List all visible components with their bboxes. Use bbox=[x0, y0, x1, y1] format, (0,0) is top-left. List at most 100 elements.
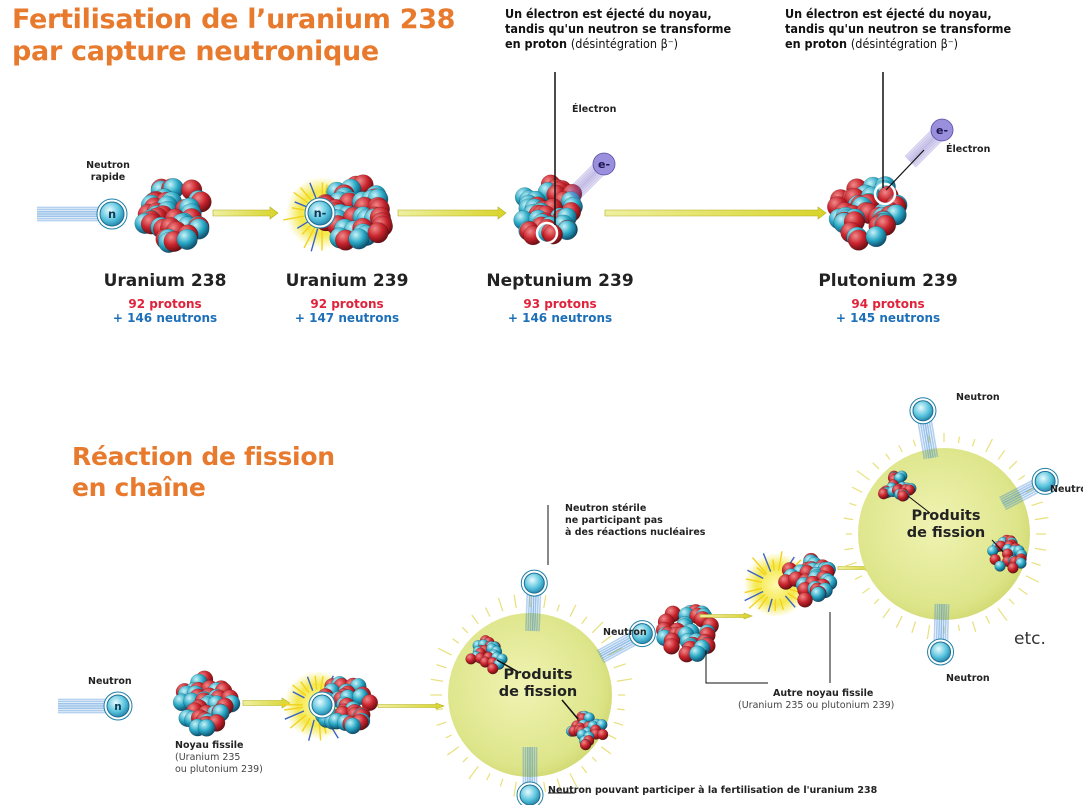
label-line: ne participant pas bbox=[565, 515, 663, 526]
uranium-238-nucleus bbox=[134, 178, 212, 253]
neutron-ball bbox=[176, 228, 198, 250]
fission-ray bbox=[452, 638, 460, 644]
captured-neutron: n- bbox=[304, 197, 336, 229]
element-uranium-238: Uranium 238 92 protons + 146 neutrons bbox=[90, 271, 240, 325]
fission-ray bbox=[851, 486, 863, 493]
proton-ball bbox=[465, 653, 477, 665]
fission-ray bbox=[468, 765, 479, 780]
flash-ray bbox=[300, 681, 310, 694]
fission-ray bbox=[437, 647, 452, 656]
flash-ray bbox=[767, 598, 773, 613]
fission-ray bbox=[436, 721, 447, 726]
electron-ball bbox=[592, 152, 616, 176]
emitted-neutron-top bbox=[909, 397, 939, 460]
neutron-label-bottom: Neutron bbox=[946, 673, 990, 684]
flash-ray bbox=[308, 719, 315, 741]
label-line: Produits bbox=[911, 508, 981, 524]
neutron-ball bbox=[348, 228, 370, 250]
fertilising-neutron bbox=[516, 747, 544, 805]
sterile-neutron-label: Neutron stérile ne participant pas à des… bbox=[565, 503, 705, 539]
fission-ray bbox=[513, 781, 517, 797]
fission-ray bbox=[882, 608, 891, 619]
flash-ray bbox=[747, 569, 764, 580]
neutron-ball bbox=[307, 200, 333, 226]
fission-ray bbox=[1018, 474, 1026, 481]
neutron-ball bbox=[994, 560, 1006, 572]
fission-ray bbox=[613, 721, 624, 726]
element-neutrons: + 147 neutrons bbox=[294, 311, 400, 325]
flash-ray bbox=[784, 595, 796, 608]
fission-ray bbox=[486, 773, 491, 781]
fission-ray bbox=[971, 438, 976, 447]
label-line: (Uranium 235 bbox=[175, 752, 241, 763]
element-neptunium-239: Neptunium 239 93 protons + 146 neutrons bbox=[480, 271, 640, 325]
element-neutrons: + 146 neutrons bbox=[507, 311, 613, 325]
fissile-nucleus-label: Noyau fissile (Uranium 235 ou plutonium … bbox=[175, 740, 263, 776]
arrow-5 bbox=[377, 702, 445, 710]
flash-ray bbox=[752, 557, 768, 575]
start-neutron: n bbox=[58, 691, 133, 721]
fission-ray bbox=[569, 604, 577, 617]
proton-ball bbox=[579, 739, 592, 751]
plutonium-239-nucleus bbox=[827, 176, 908, 251]
note-line: tandis qu'un neutron se transforme bbox=[505, 21, 732, 36]
fission-ray bbox=[1031, 501, 1043, 507]
arrow-6 bbox=[699, 612, 753, 620]
label-line: Autre noyau fissile bbox=[773, 688, 874, 699]
fission-ray bbox=[513, 594, 517, 609]
fission-ray bbox=[462, 756, 469, 763]
note-line: Un électron est éjecté du noyau, bbox=[785, 6, 992, 21]
fission-ray bbox=[581, 765, 588, 774]
flash-ray bbox=[758, 596, 769, 610]
flash-ray bbox=[284, 710, 305, 720]
fission-ray bbox=[1025, 575, 1039, 583]
neutron-ball bbox=[106, 694, 130, 718]
pointer-line bbox=[991, 539, 1004, 553]
neutron-ball bbox=[311, 694, 333, 716]
fission-ray bbox=[471, 614, 479, 625]
proton-ball bbox=[897, 490, 909, 502]
fission-ray bbox=[1008, 460, 1018, 470]
note-line: en proton (désintégration β⁻) bbox=[505, 36, 731, 51]
note-bold: en proton bbox=[505, 36, 567, 51]
label-line: de fission bbox=[906, 525, 986, 541]
fissile-nucleus bbox=[172, 670, 241, 737]
pointer-line bbox=[561, 699, 579, 720]
fission-ray bbox=[997, 608, 1008, 621]
note-line: tandis qu'un neutron se transforme bbox=[785, 21, 1012, 36]
splitting-nucleus-2 bbox=[778, 552, 838, 608]
fission-ray bbox=[435, 708, 444, 711]
fission-ray bbox=[543, 595, 547, 609]
flash-ray bbox=[283, 215, 307, 221]
fission-ray bbox=[616, 678, 633, 682]
fission-product-2b bbox=[987, 534, 1028, 574]
neptunium-239-nucleus bbox=[513, 174, 583, 246]
flash-ray bbox=[756, 566, 766, 576]
label-line: de fission bbox=[498, 684, 578, 700]
electron-2: e- bbox=[904, 118, 954, 168]
flash-ray bbox=[292, 691, 305, 699]
neutron-ball bbox=[197, 718, 216, 737]
element-protons: 94 protons bbox=[851, 297, 925, 311]
beta-decay-note-2: Un électron est éjecté du noyau, tandis … bbox=[785, 6, 1011, 51]
flash-ray bbox=[289, 714, 307, 729]
etc-label: etc. bbox=[1014, 629, 1046, 649]
fertilisation-title-line2: par capture neutronique bbox=[12, 36, 379, 67]
fission-ray bbox=[911, 621, 917, 634]
pointer-line bbox=[907, 495, 931, 514]
flash-ray bbox=[283, 706, 303, 711]
fission-ray bbox=[556, 604, 560, 612]
element-name: Uranium 239 bbox=[285, 271, 409, 291]
fission-ray bbox=[912, 439, 917, 447]
other-fissile-nucleus bbox=[655, 604, 719, 663]
proton-ball bbox=[797, 591, 813, 608]
arrow-2 bbox=[397, 206, 507, 220]
flash-ray bbox=[777, 551, 783, 571]
fission-ray bbox=[898, 445, 903, 453]
fission-ray bbox=[608, 734, 617, 740]
element-name: Plutonium 239 bbox=[818, 271, 958, 291]
fission-products-label-1: Produits de fission bbox=[488, 667, 588, 701]
flash-ray bbox=[303, 227, 316, 249]
electron-ball bbox=[930, 118, 954, 142]
electron-label-1: Électron bbox=[572, 104, 617, 115]
